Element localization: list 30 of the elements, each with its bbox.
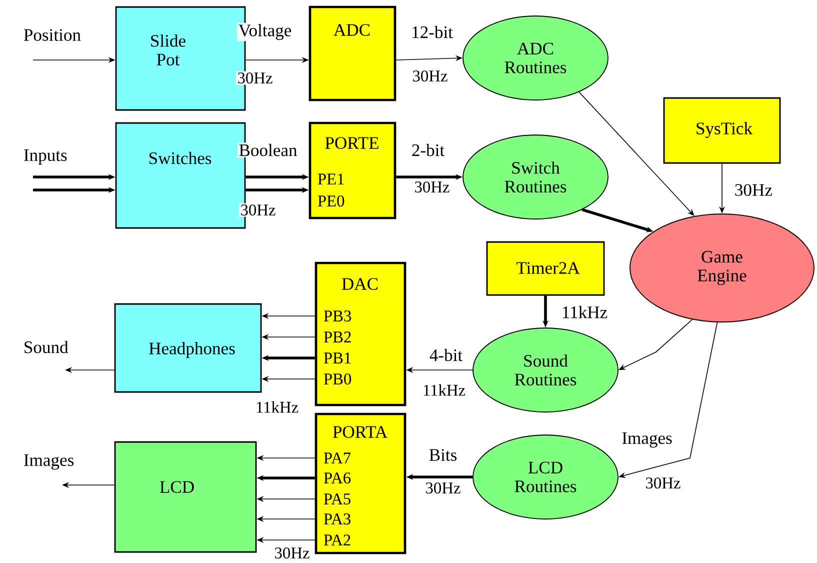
edge-label: Images [22,453,76,471]
edge-label: Position [22,28,82,42]
timer-box: SysTick [663,97,781,164]
rate-label: 30Hz [273,546,311,560]
port-box: DAC PB3 PB2 PB1 PB0 [314,262,406,406]
edge-label: Bits [428,448,458,462]
edge-label: 4-bit [428,348,464,362]
edge-label: Voltage [237,22,293,42]
rate-label: 30Hz [411,69,449,83]
timer-box: Timer2A [486,241,605,296]
rate-label: 30Hz [236,71,274,85]
edge-label: 30Hz [733,182,774,198]
edge-label: Sound [22,340,70,354]
edge-label: 2-bit [410,142,446,158]
rate-label: 30Hz [424,481,462,495]
component-box: LCD [114,441,257,553]
rate-label: 30Hz [413,180,451,194]
rate-label: 30Hz [644,476,682,490]
component-box: Headphones [114,303,262,393]
edge-label: Boolean [238,142,298,158]
edge-label: 12-bit [410,24,454,40]
edge-label: 11kHz [560,304,609,320]
rate-label: 11kHz [254,400,300,414]
converter-box: ADC [308,6,396,102]
port-box: PORTE PE1 PE0 [308,122,396,220]
edge-label: Inputs [22,148,69,166]
edge-label: Images [620,431,674,449]
port-box: PORTA PA7 PA6 PA5 PA3 PA2 [314,412,406,554]
rate-label: 11kHz [421,383,467,397]
rate-label: 30Hz [239,203,277,217]
